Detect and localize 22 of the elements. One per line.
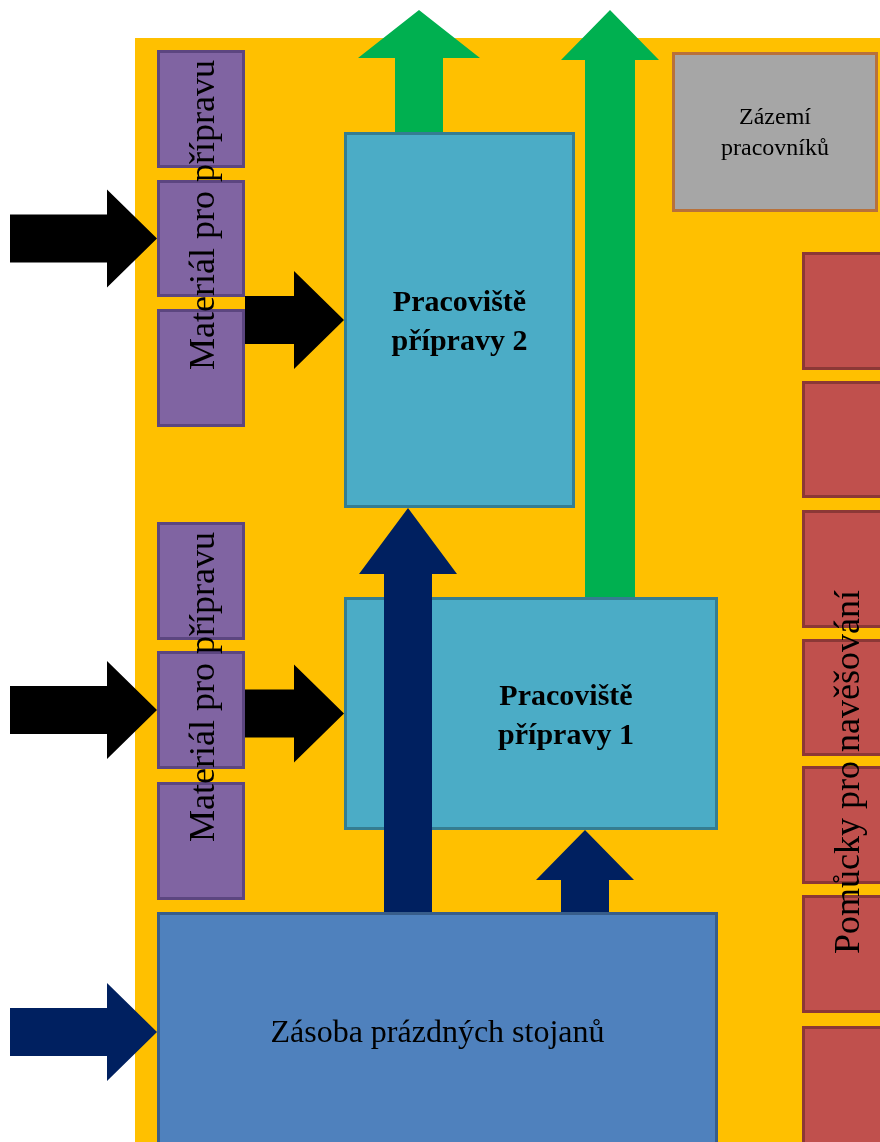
area-label: Zásoba prázdných stojanů <box>269 1012 606 1052</box>
shelf-box <box>802 1026 880 1142</box>
area-label: Pracoviště přípravy 1 <box>497 676 635 752</box>
block-arrow <box>358 10 480 132</box>
block-arrow <box>359 508 457 912</box>
workstation-box <box>344 132 575 508</box>
block-arrow <box>10 189 157 288</box>
block-arrow <box>10 983 157 1081</box>
block-arrow <box>536 830 634 912</box>
block-arrow <box>10 661 157 759</box>
block-arrow <box>245 271 344 369</box>
vertical-label: Pomůcky pro navěšování <box>826 590 868 954</box>
shelf-box <box>802 381 880 498</box>
block-arrow <box>245 664 344 763</box>
vertical-label: Materiál pro přípravu <box>181 532 223 842</box>
area-label: Pracoviště přípravy 2 <box>390 283 529 358</box>
block-arrow <box>561 10 659 597</box>
room-box <box>672 52 878 212</box>
storage-area <box>157 912 718 1142</box>
shelf-box <box>802 252 880 370</box>
area-label: Zázemí pracovníků <box>720 101 830 162</box>
vertical-label: Materiál pro přípravu <box>181 60 223 370</box>
